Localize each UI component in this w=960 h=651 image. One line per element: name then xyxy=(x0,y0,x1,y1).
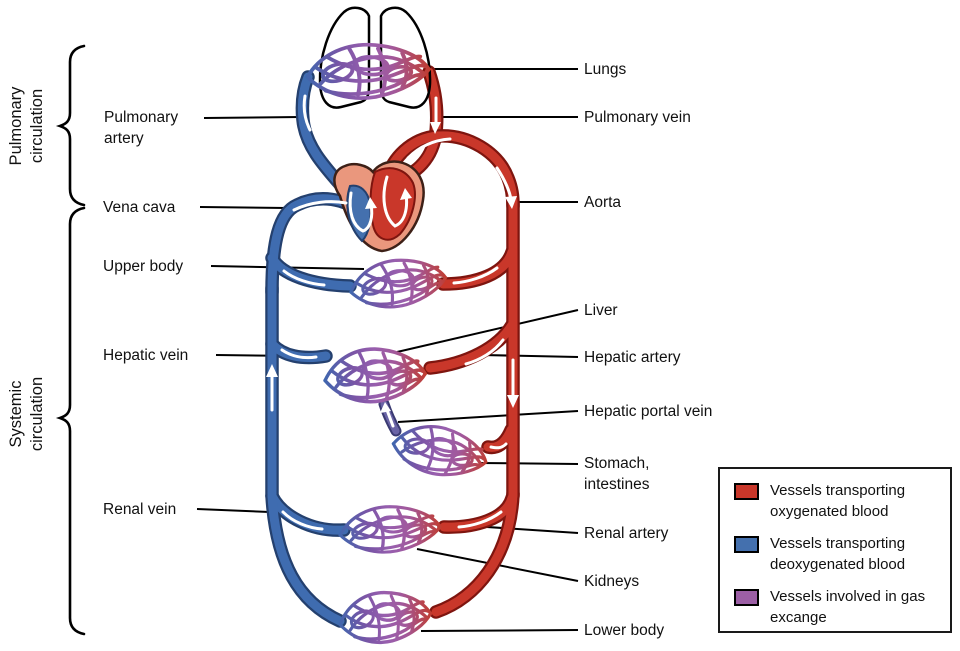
leader-hepatic-artery xyxy=(481,354,579,358)
label-pulmonary-artery: Pulmonary artery xyxy=(104,109,179,147)
heart xyxy=(333,160,425,253)
leader-pulmonary-artery xyxy=(203,116,302,119)
label-lower-body: Lower body xyxy=(584,622,665,639)
legend-box: Vessels transporting oxygenated blood Ve… xyxy=(718,467,952,633)
label-stomach-intestines: Stomach, intestines xyxy=(584,455,650,493)
legend-swatch-oxygenated xyxy=(734,483,759,500)
label-aorta: Aorta xyxy=(584,194,622,211)
flow-highlights xyxy=(266,94,519,618)
leader-hepatic-portal-vein xyxy=(397,410,579,423)
section-label-systemic-circulation: Systemic circulation xyxy=(7,376,46,452)
legend-swatch-gas-exchange xyxy=(734,589,759,606)
legend-swatch-deoxygenated xyxy=(734,536,759,553)
vessels-deoxygenated xyxy=(272,77,362,621)
leader-lower-body xyxy=(420,629,579,632)
section-label-pulmonary-circulation: Pulmonary circulation xyxy=(7,86,46,166)
label-kidneys: Kidneys xyxy=(584,573,640,590)
label-hepatic-portal-vein: Hepatic portal vein xyxy=(584,403,713,420)
heart-flow-arrow-red xyxy=(382,175,409,228)
capillary-bed-upper-body xyxy=(345,252,451,315)
legend-label-oxygenated: Vessels transporting oxygenated blood xyxy=(770,482,906,520)
label-hepatic-vein: Hepatic vein xyxy=(103,347,189,364)
label-renal-artery: Renal artery xyxy=(584,525,669,542)
heart-flow-arrow-blue xyxy=(348,191,374,233)
flow-arrow-portal-vein xyxy=(385,408,395,428)
legend-item-gas-exchange: Vessels involved in gas excange xyxy=(734,586,942,628)
leader-vena-cava xyxy=(199,206,288,209)
legend-item-deoxygenated: Vessels transporting deoxygenated blood xyxy=(734,533,942,575)
leader-liver xyxy=(396,309,579,353)
capillary-bed-kidneys xyxy=(336,501,444,557)
label-vena-cava: Vena cava xyxy=(103,199,176,216)
capillary-bed-lower-body xyxy=(335,586,435,649)
legend-label-gas-exchange: Vessels involved in gas excange xyxy=(770,588,926,626)
brace-pulmonary-circulation xyxy=(55,44,86,207)
leader-stomach-intestines xyxy=(478,462,579,465)
label-renal-vein: Renal vein xyxy=(103,501,177,518)
label-hepatic-artery: Hepatic artery xyxy=(584,349,681,366)
brace-systemic-circulation xyxy=(55,206,86,636)
legend-label-deoxygenated: Vessels transporting deoxygenated blood xyxy=(770,535,906,573)
label-pulmonary-vein: Pulmonary vein xyxy=(584,109,691,126)
capillary-bed-stomach-intestines xyxy=(387,416,493,486)
label-upper-body: Upper body xyxy=(103,258,184,275)
label-lungs: Lungs xyxy=(584,61,627,78)
capillary-bed-liver xyxy=(321,344,429,406)
label-liver: Liver xyxy=(584,302,618,319)
legend-item-oxygenated: Vessels transporting oxygenated blood xyxy=(734,480,942,522)
